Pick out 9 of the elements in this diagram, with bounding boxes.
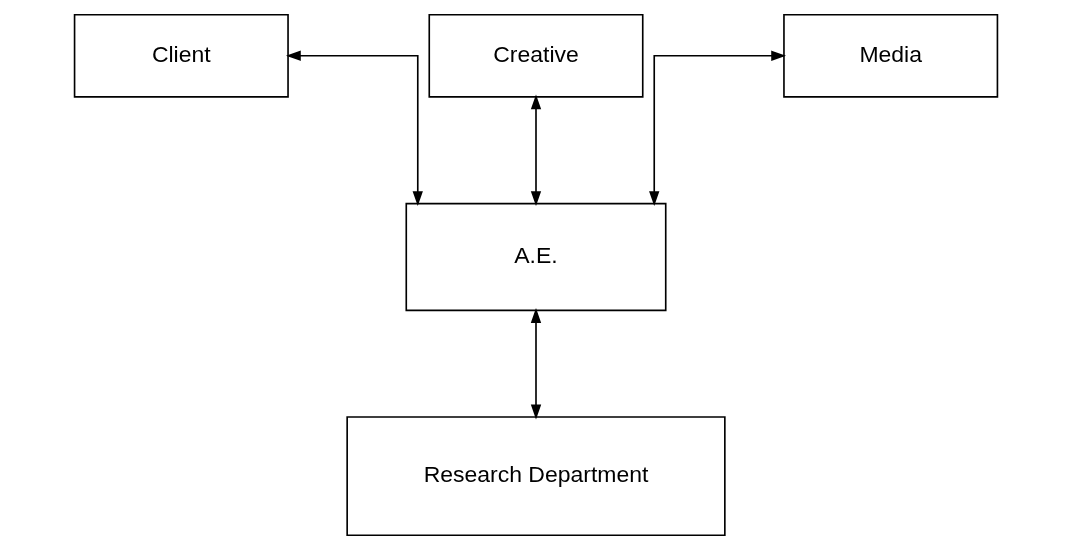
node-box: Client xyxy=(73,13,289,98)
node-box: Research Department xyxy=(346,416,726,537)
arrow xyxy=(649,50,786,207)
arrow xyxy=(530,308,542,420)
arrow xyxy=(286,50,423,207)
node-box: Media xyxy=(783,13,999,98)
node-box: A.E. xyxy=(405,202,667,312)
node-box: Creative xyxy=(428,13,644,98)
arrow xyxy=(530,94,542,207)
